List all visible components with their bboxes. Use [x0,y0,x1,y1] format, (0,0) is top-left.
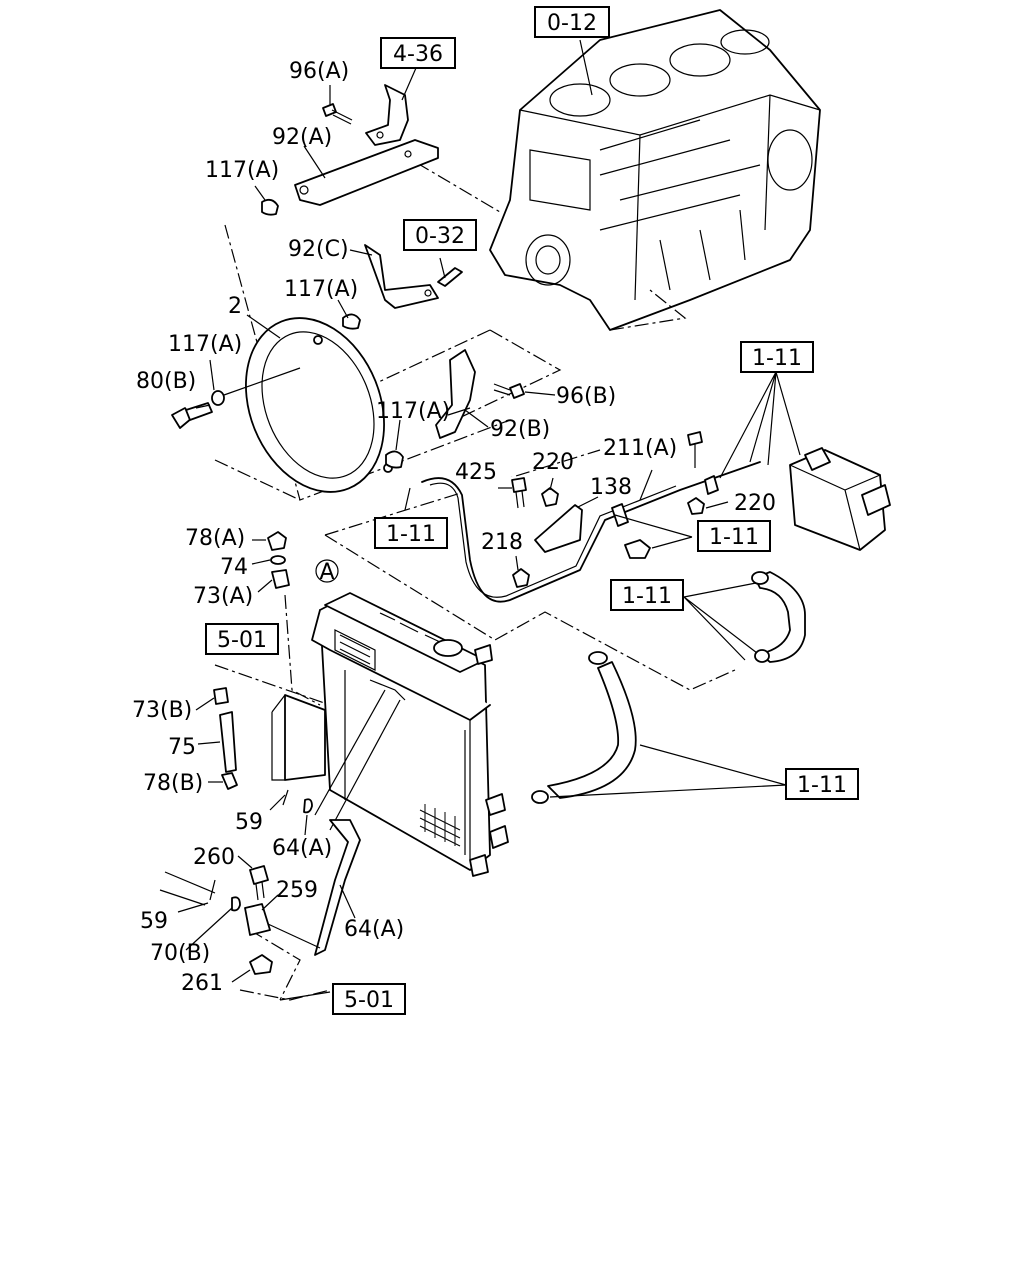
cap-117a-2 [342,313,361,330]
bracket-92b [435,349,476,439]
callout-117a-right: 117(A) [376,399,450,424]
ref-box-1-11-lower-text: 1-11 [797,773,847,798]
ref-box-0-12-text: 0-12 [547,11,597,36]
callout-260: 260 [193,845,235,870]
ref-box-5-01-upper-text: 5-01 [217,628,267,653]
callout-64a-lower: 70(B) [150,941,210,966]
callout-117a-left: 117(A) [168,332,242,357]
callout-labels: 96(A) 92(A) 117(A) 92(C) 117(A) 2 117(A)… [132,59,776,996]
ref-box-1-11-left-text: 1-11 [386,522,436,547]
callout-80b: 80(B) [136,369,196,394]
callout-92a: 92(A) [272,125,332,150]
callout-59-upper: 59 [235,810,263,835]
callout-211a: 211(A) [603,436,677,461]
marker-a: A [315,559,339,585]
callout-117a-top: 117(A) [205,158,279,183]
ref-box-4-36-text: 4-36 [393,42,443,67]
callout-138: 138 [590,475,632,500]
ref-box-1-11-lower: 1-11 [785,768,859,800]
ref-box-1-11-hose-text: 1-11 [622,584,672,609]
engine-block [489,9,821,331]
bracket-92c [364,244,439,309]
reserve-tank [789,447,891,551]
clamp-bolt-lower [624,539,651,559]
radiator [311,592,509,877]
nut-218 [512,568,530,588]
nut-220-a [541,487,559,507]
callout-92b: 92(B) [490,417,550,442]
ref-box-0-32: 0-32 [403,219,477,251]
leader-lines [177,39,801,1001]
ref-box-1-11-hose: 1-11 [610,579,684,611]
bolt-96b [493,383,525,399]
stud-0-32 [437,267,463,287]
callout-218: 218 [481,530,523,555]
callout-96a: 96(A) [289,59,349,84]
ref-box-4-36: 4-36 [380,37,456,69]
fan-shroud [245,317,393,493]
ref-box-1-11-upper-right: 1-11 [740,341,814,373]
cap-117a-1 [261,198,279,216]
bracket-92a [294,139,439,206]
nut-220-b [687,497,705,515]
bolt-96a [322,103,353,125]
callout-96b: 96(B) [556,384,616,409]
callout-73a: 73(A) [193,584,253,609]
ref-box-1-11-upper-right-text: 1-11 [752,346,802,371]
bolt-260-and-bracket [159,865,273,975]
ref-box-5-01-lower: 5-01 [332,983,406,1015]
drain-parts [213,531,326,814]
callout-425: 425 [455,460,497,485]
ref-box-1-11-left: 1-11 [374,517,448,549]
ref-box-1-11-middle: 1-11 [697,520,771,552]
ref-box-0-32-text: 0-32 [415,224,465,249]
upper-hose [751,571,806,663]
overflow-hose [421,461,761,603]
callout-2: 2 [228,294,242,319]
callout-220-right: 220 [734,491,776,516]
callout-73b: 73(B) [132,698,192,723]
clamp-bolt-211a [687,431,703,468]
callout-75: 75 [168,735,196,760]
bracket-138 [534,504,583,553]
ref-box-1-11-middle-text: 1-11 [709,525,759,550]
callout-70b: 64(A) [344,917,404,942]
callout-74: 74 [220,555,248,580]
callout-78a: 78(A) [185,526,245,551]
cap-117a-3 [385,450,404,469]
marker-a-label: A [319,560,334,585]
callout-261: 261 [181,971,223,996]
bolt-80b-washer [171,367,301,429]
callout-59-lower: 59 [140,909,168,934]
ref-box-5-01-lower-text: 5-01 [344,988,394,1013]
ref-box-0-12: 0-12 [534,6,610,38]
bolt-425 [511,477,527,509]
callout-117a-mid: 117(A) [284,277,358,302]
callout-64a-upper: 64(A) [272,836,332,861]
ref-box-5-01-upper: 5-01 [205,623,279,655]
callout-78b: 78(B) [143,771,203,796]
bracket-4-36 [365,84,409,146]
callout-220-upper: 220 [532,450,574,475]
lower-hose [531,651,637,804]
callout-259: 259 [276,878,318,903]
callout-92c: 92(C) [288,237,349,262]
